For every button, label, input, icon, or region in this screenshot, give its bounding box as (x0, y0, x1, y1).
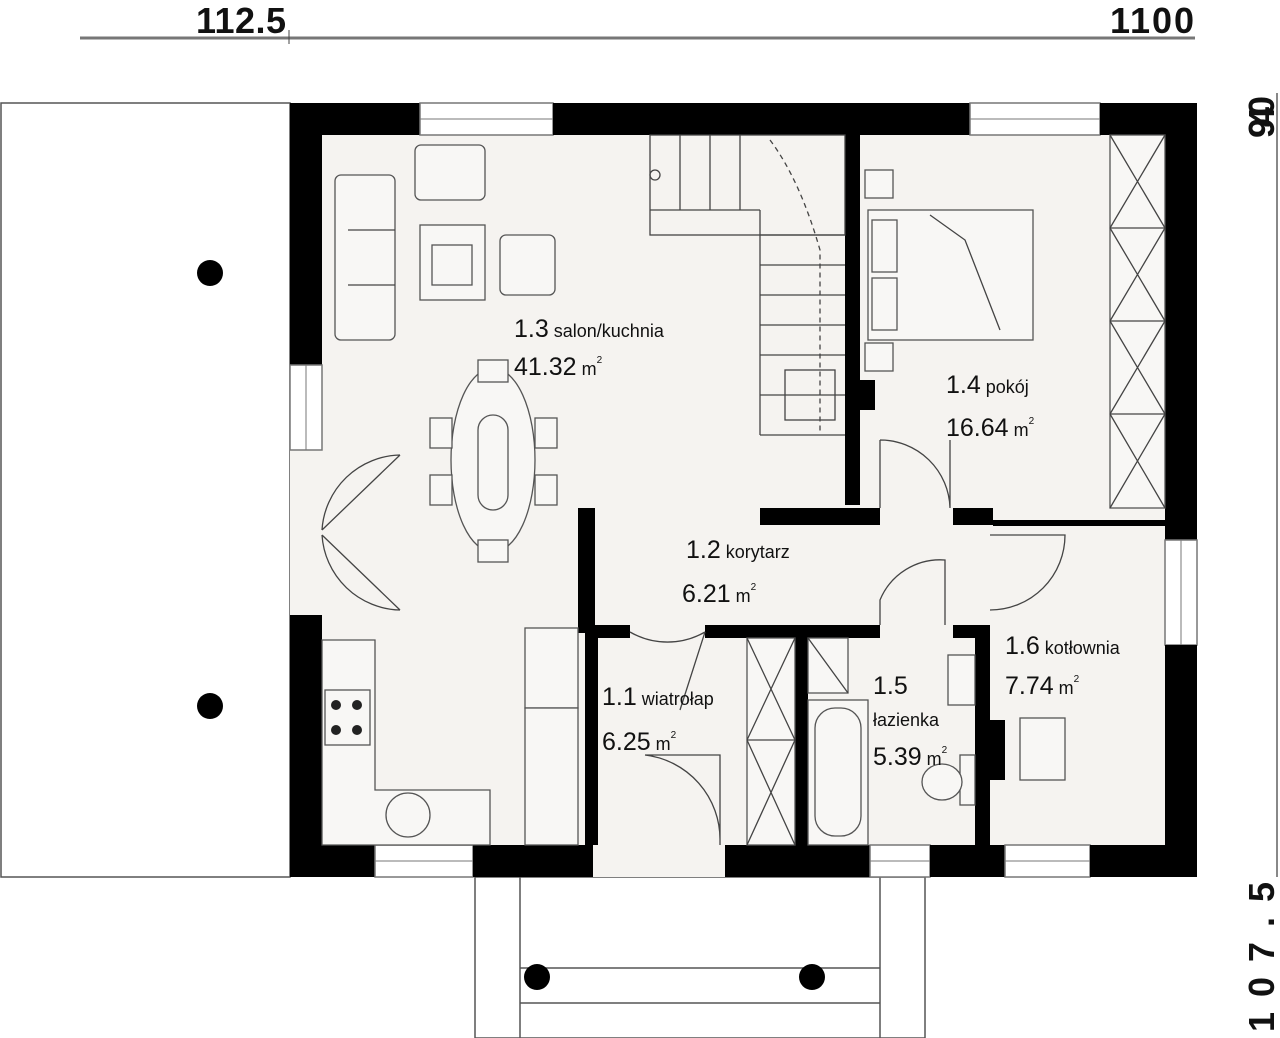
column-icon (799, 964, 825, 990)
living-furniture (334, 144, 558, 563)
vestibule-wardrobe (746, 637, 796, 846)
stove-icon (324, 689, 371, 746)
sofa-icon (334, 174, 396, 341)
boiler-icon (1019, 717, 1066, 781)
doors (321, 439, 1066, 845)
kitchen-furniture (321, 627, 579, 846)
nightstand-icon (864, 342, 894, 372)
dim-right-top: 940 (1241, 96, 1280, 138)
chair-icon (477, 359, 509, 383)
washbasin-icon (947, 654, 976, 706)
entrance-porch (474, 876, 926, 1038)
svg-text:1.5: 1.5 (873, 672, 908, 700)
nightstand-icon (864, 169, 894, 199)
bedroom-furniture (864, 134, 1166, 509)
dim-top-right: 1100 (1110, 0, 1194, 41)
right-dimension: 940 107.5 (1241, 93, 1280, 1032)
chair-icon (534, 474, 558, 506)
armchair-icon (414, 144, 486, 201)
outer-walls (289, 102, 1198, 878)
dim-top-left: 112.5 (196, 0, 286, 41)
sink-icon (385, 792, 431, 838)
interior-walls (578, 135, 1165, 845)
column-icon (197, 693, 223, 719)
terrace (0, 102, 291, 878)
armchair-icon (499, 234, 556, 296)
svg-text:łazienka: łazienka (873, 710, 940, 730)
chair-icon (429, 417, 453, 449)
chair-icon (477, 539, 509, 563)
dim-right-bottom: 107.5 (1241, 882, 1280, 1032)
column-icon (197, 260, 223, 286)
chair-icon (429, 474, 453, 506)
column-icon (524, 964, 550, 990)
top-dimension: 112.5 1100 (80, 0, 1195, 44)
chair-icon (534, 417, 558, 449)
bathroom-fixtures (807, 637, 1066, 846)
toilet-icon (921, 763, 963, 801)
staircase (649, 134, 846, 436)
